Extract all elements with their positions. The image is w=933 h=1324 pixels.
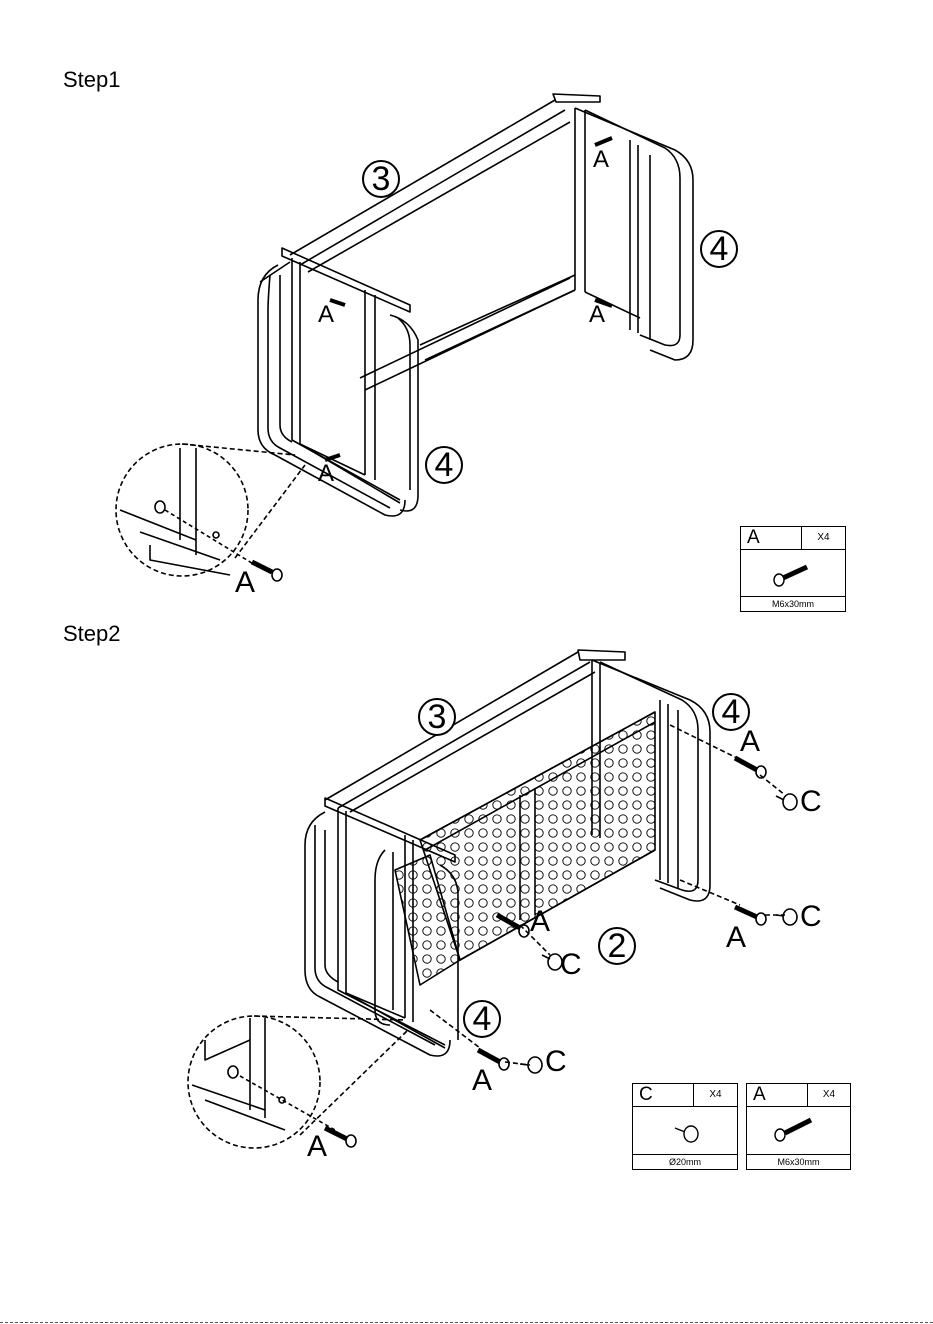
part-number-2: 2 <box>598 927 636 965</box>
bolt-icon <box>747 1106 850 1156</box>
hardware-callout-a: A <box>472 1066 492 1096</box>
hardware-code: C <box>633 1084 694 1106</box>
cap-icon <box>633 1106 737 1156</box>
hardware-spec: Ø20mm <box>633 1154 737 1169</box>
hardware-callout-a: A <box>530 907 550 937</box>
hardware-spec: M6x30mm <box>747 1154 850 1169</box>
hardware-callout-c: C <box>800 787 822 817</box>
hardware-callout-c: C <box>560 950 582 980</box>
hardware-qty: X4 <box>808 1084 850 1106</box>
part-number-4: 4 <box>463 1000 501 1038</box>
hardware-box-a: A X4 M6x30mm <box>746 1083 851 1170</box>
hardware-callout-c: C <box>545 1047 567 1077</box>
hardware-callout-a: A <box>726 923 746 953</box>
hardware-callout-c: C <box>800 902 822 932</box>
hardware-qty: X4 <box>694 1084 737 1106</box>
part-number-3: 3 <box>418 698 456 736</box>
hardware-callout-a: A <box>740 727 760 757</box>
hardware-box-c: C X4 Ø20mm <box>632 1083 738 1170</box>
hardware-callout-a: A <box>307 1132 327 1162</box>
hardware-code: A <box>747 1084 808 1106</box>
